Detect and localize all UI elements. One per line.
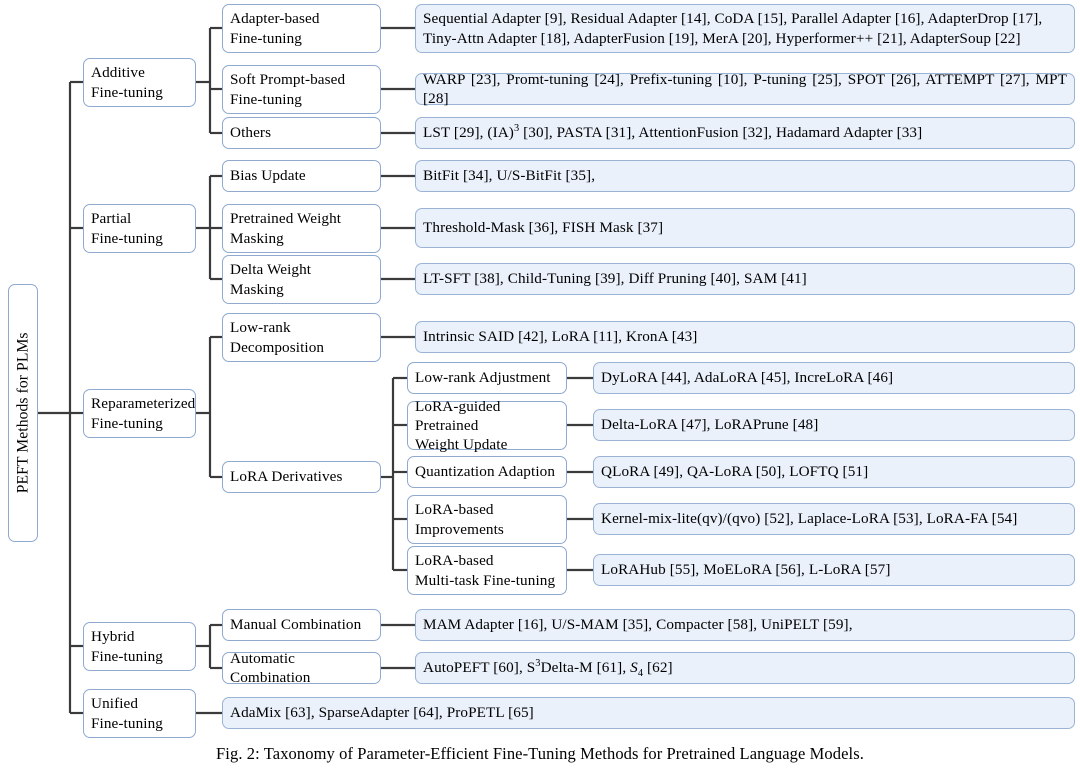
category-node-others[interactable]: Others [222, 117, 381, 149]
leaf-text-lora-based-multi-task-methods: LoRAHub [55], MoELoRA [56], L-LoRA [57] [601, 561, 891, 579]
leaf-node-low-rank-adjustment-methods[interactable]: DyLoRA [44], AdaLoRA [45], IncreLoRA [46… [593, 362, 1075, 394]
leaf-node-adapter-based-methods[interactable]: Sequential Adapter [9], Residual Adapter… [415, 4, 1075, 53]
branch-node-hybrid[interactable]: Hybrid Fine-tuning [83, 622, 196, 671]
subcategory-label-quantization-adaption: Quantization Adaption [415, 463, 556, 481]
branch-label-additive: Additive Fine-tuning [91, 64, 163, 101]
category-node-delta-weight-masking[interactable]: Delta Weight Masking [222, 255, 381, 304]
leaf-node-low-rank-decomposition-methods[interactable]: Intrinsic SAID [42], LoRA [11], KronA [4… [415, 321, 1075, 353]
branch-label-hybrid: Hybrid Fine-tuning [91, 628, 163, 665]
category-label-others: Others [230, 124, 272, 142]
category-label-adapter-based: Adapter-based Fine-tuning [230, 10, 320, 47]
leaf-node-automatic-combination-methods[interactable]: AutoPEFT [60], S3Delta-M [61], S4 [62] [415, 652, 1075, 684]
leaf-text-manual-combination-methods: MAM Adapter [16], U/S-MAM [35], Compacte… [423, 616, 853, 634]
leaf-text-unified-methods: AdaMix [63], SparseAdapter [64], ProPETL… [230, 704, 534, 722]
subcategory-node-lora-based-multi-task[interactable]: LoRA-based Multi-task Fine-tuning [407, 546, 567, 595]
subcategory-node-quantization-adaption[interactable]: Quantization Adaption [407, 456, 567, 488]
leaf-node-bias-update-methods[interactable]: BitFit [34], U/S-BitFit [35], [415, 160, 1075, 192]
figure-caption: Fig. 2: Taxonomy of Parameter-Efficient … [0, 744, 1080, 764]
branch-node-additive[interactable]: Additive Fine-tuning [83, 58, 196, 107]
leaf-node-manual-combination-methods[interactable]: MAM Adapter [16], U/S-MAM [35], Compacte… [415, 609, 1075, 641]
category-label-low-rank-decomposition: Low-rank Decomposition [230, 319, 325, 356]
subcategory-label-lora-based-improvements: LoRA-based Improvements [415, 501, 504, 538]
leaf-text-soft-prompt-methods: WARP [23], Promt-tuning [24], Prefix-tun… [423, 70, 1067, 107]
branch-node-reparameterized[interactable]: Reparameterized Fine-tuning [83, 389, 196, 438]
leaf-node-lora-based-multi-task-methods[interactable]: LoRAHub [55], MoELoRA [56], L-LoRA [57] [593, 554, 1075, 586]
leaf-text-lora-based-improvements-methods: Kernel-mix-lite(qv)/(qvo) [52], Laplace-… [601, 510, 1018, 528]
leaf-text-quantization-adaption-methods: QLoRA [49], QA-LoRA [50], LOFTQ [51] [601, 463, 869, 481]
leaf-node-pretrained-weight-masking-methods[interactable]: Threshold-Mask [36], FISH Mask [37] [415, 208, 1075, 248]
leaf-node-lora-based-improvements-methods[interactable]: Kernel-mix-lite(qv)/(qvo) [52], Laplace-… [593, 503, 1075, 535]
leaf-text-adapter-based-methods: Sequential Adapter [9], Residual Adapter… [423, 10, 1043, 47]
subcategory-label-lora-based-multi-task: LoRA-based Multi-task Fine-tuning [415, 552, 556, 589]
category-node-adapter-based[interactable]: Adapter-based Fine-tuning [222, 4, 381, 53]
category-node-automatic-combination[interactable]: Automatic Combination [222, 649, 381, 686]
leaf-text-bias-update-methods: BitFit [34], U/S-BitFit [35], [423, 167, 596, 185]
leaf-node-delta-weight-masking-methods[interactable]: LT-SFT [38], Child-Tuning [39], Diff Pru… [415, 263, 1075, 295]
category-node-bias-update[interactable]: Bias Update [222, 160, 381, 192]
branch-label-partial: Partial Fine-tuning [91, 210, 163, 247]
leaf-node-soft-prompt-methods[interactable]: WARP [23], Promt-tuning [24], Prefix-tun… [415, 70, 1075, 107]
leaf-node-unified-methods[interactable]: AdaMix [63], SparseAdapter [64], ProPETL… [222, 697, 1075, 729]
category-node-pretrained-weight-masking[interactable]: Pretrained Weight Masking [222, 204, 381, 253]
leaf-text-others-methods: LST [29], (IA)3 [30], PASTA [31], Attent… [423, 123, 923, 142]
root-node-label: PEFT Methods for PLMs [14, 332, 32, 494]
subcategory-node-low-rank-adjustment[interactable]: Low-rank Adjustment [407, 362, 567, 394]
subcategory-node-lora-based-improvements[interactable]: LoRA-based Improvements [407, 495, 567, 544]
category-node-low-rank-decomposition[interactable]: Low-rank Decomposition [222, 313, 381, 362]
branch-label-unified: Unified Fine-tuning [91, 695, 163, 732]
leaf-text-lora-guided-weight-update-methods: Delta-LoRA [47], LoRAPrune [48] [601, 416, 819, 434]
subcategory-label-lora-guided-pretrained-weight-update: LoRA-guided Pretrained Weight Update [415, 397, 508, 454]
leaf-node-lora-guided-weight-update-methods[interactable]: Delta-LoRA [47], LoRAPrune [48] [593, 409, 1075, 441]
leaf-node-others-methods[interactable]: LST [29], (IA)3 [30], PASTA [31], Attent… [415, 117, 1075, 149]
branch-node-unified[interactable]: Unified Fine-tuning [83, 689, 196, 738]
category-node-manual-combination[interactable]: Manual Combination [222, 609, 381, 641]
subcategory-label-low-rank-adjustment: Low-rank Adjustment [415, 369, 551, 387]
leaf-text-low-rank-decomposition-methods: Intrinsic SAID [42], LoRA [11], KronA [4… [423, 328, 698, 346]
category-label-lora-derivatives: LoRA Derivatives [230, 468, 343, 486]
category-label-automatic-combination: Automatic Combination [230, 649, 311, 686]
category-label-manual-combination: Manual Combination [230, 616, 362, 634]
figure-caption-text: Fig. 2: Taxonomy of Parameter-Efficient … [216, 744, 864, 763]
leaf-text-pretrained-weight-masking-methods: Threshold-Mask [36], FISH Mask [37] [423, 219, 664, 237]
branch-node-partial[interactable]: Partial Fine-tuning [83, 204, 196, 253]
root-node-peft-methods[interactable]: PEFT Methods for PLMs [8, 284, 38, 542]
category-label-delta-weight-masking: Delta Weight Masking [230, 261, 312, 298]
leaf-text-automatic-combination-methods: AutoPEFT [60], S3Delta-M [61], S4 [62] [423, 658, 673, 680]
category-node-lora-derivatives[interactable]: LoRA Derivatives [222, 461, 381, 493]
leaf-text-delta-weight-masking-methods: LT-SFT [38], Child-Tuning [39], Diff Pru… [423, 270, 807, 288]
category-label-bias-update: Bias Update [230, 167, 306, 185]
category-label-pretrained-weight-masking: Pretrained Weight Masking [230, 210, 342, 247]
leaf-node-quantization-adaption-methods[interactable]: QLoRA [49], QA-LoRA [50], LOFTQ [51] [593, 456, 1075, 488]
category-label-soft-prompt-based: Soft Prompt-based Fine-tuning [230, 71, 346, 108]
subcategory-node-lora-guided-pretrained-weight-update[interactable]: LoRA-guided Pretrained Weight Update [407, 398, 567, 453]
category-node-soft-prompt-based[interactable]: Soft Prompt-based Fine-tuning [222, 65, 381, 114]
leaf-text-low-rank-adjustment-methods: DyLoRA [44], AdaLoRA [45], IncreLoRA [46… [601, 369, 894, 387]
branch-label-reparameterized: Reparameterized Fine-tuning [91, 395, 196, 432]
